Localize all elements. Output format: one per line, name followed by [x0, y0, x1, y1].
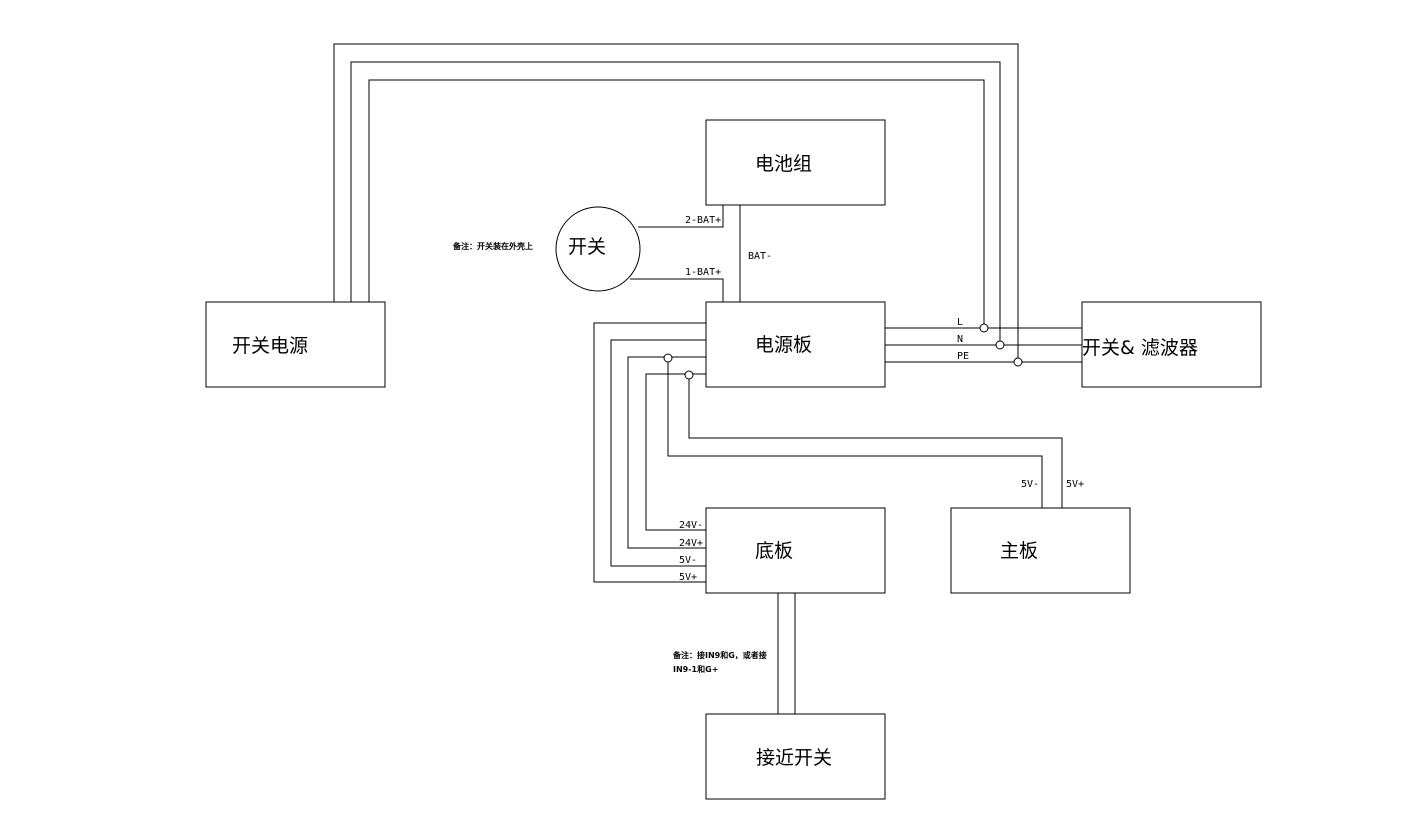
wire-psu-pe [333, 43, 1019, 362]
battery-pack-label: 电池组 [755, 153, 812, 175]
wire-label-bat-minus: BAT- [748, 251, 772, 262]
wire-base-24v-minus [645, 373, 706, 531]
switching-power-supply-label: 开关电源 [232, 335, 308, 357]
power-board-label: 电源板 [755, 334, 812, 356]
wire-bat1-plus [630, 278, 724, 302]
wire-bat2-plus [638, 205, 724, 228]
switch-label: 开关 [568, 236, 606, 258]
battery-pack-block: 电池组 [705, 119, 886, 206]
main-board-block: 主板 [950, 507, 1131, 594]
junction-node [979, 323, 989, 333]
junction-nodes [663, 323, 1023, 380]
wire-label-pe: PE [957, 351, 969, 362]
wire-label-base-24v-plus: 24V+ [679, 538, 703, 549]
wire-label-n: N [957, 334, 963, 345]
wire-label-l: L [957, 317, 963, 328]
wire-psu-n [350, 61, 1001, 345]
wire-label-bat2-plus: 2-BAT+ [685, 215, 721, 226]
wire-base-5v-plus [593, 322, 706, 583]
junction-node [995, 340, 1005, 350]
wire-label-base-24v-minus: 24V- [679, 520, 703, 531]
proximity-switch-label: 接近开关 [756, 747, 832, 769]
wire-label-base-5v-plus: 5V+ [679, 572, 697, 583]
switch-filter-block: 开关& 滤波器 [1081, 301, 1262, 388]
junction-node [1013, 357, 1023, 367]
wire-label-bat1-plus: 1-BAT+ [685, 267, 721, 278]
wire-psu-l [368, 79, 985, 328]
wire-base-5v-minus [610, 339, 706, 567]
junction-node [663, 353, 673, 363]
wire-main-5v-plus [688, 375, 1063, 508]
switching-power-supply-block: 开关电源 [205, 301, 386, 388]
proximity-note-line2: IN9-1和G+ [673, 664, 718, 674]
wire-main-5v-minus [667, 358, 1043, 508]
base-board-block: 底板 [705, 507, 886, 594]
switch-note: 备注：开关装在外壳上 [452, 241, 533, 251]
switch-filter-label: 开关& 滤波器 [1082, 337, 1198, 359]
notes: 备注：开关装在外壳上 备注：接IN9和G，或者接 IN9-1和G+ [452, 241, 767, 674]
wire-label-main-5v-minus: 5V- [1021, 479, 1039, 490]
main-board-label: 主板 [1000, 540, 1038, 562]
proximity-note-line1: 备注：接IN9和G，或者接 [672, 650, 767, 660]
power-board-block: 电源板 [705, 301, 886, 388]
wire-label-main-5v-plus: 5V+ [1066, 479, 1084, 490]
junction-node [684, 370, 694, 380]
switch-block: 开关 [555, 206, 641, 292]
wire-labels: 2-BAT+ 1-BAT+ BAT- L N PE 24V- 24V+ 5V- … [679, 215, 1084, 583]
proximity-switch-block: 接近开关 [705, 713, 886, 800]
wire-label-base-5v-minus: 5V- [679, 555, 697, 566]
base-board-label: 底板 [755, 540, 793, 562]
